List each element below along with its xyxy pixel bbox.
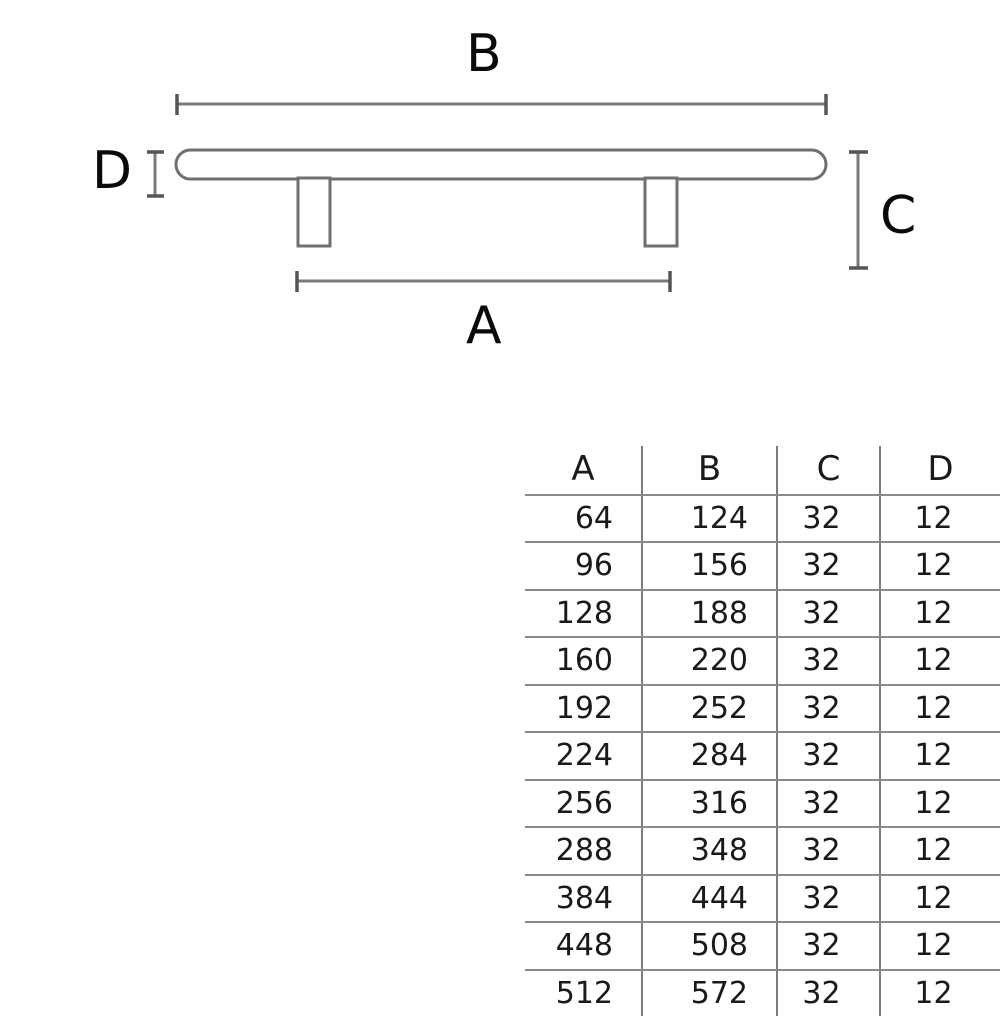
- handle-bar-outline: [176, 150, 826, 179]
- table-cell: 448: [525, 922, 642, 970]
- table-cell: 512: [525, 970, 642, 1016]
- table-cell: 32: [777, 637, 880, 685]
- table-cell: 12: [880, 732, 1000, 780]
- dimension-line-a: [297, 271, 670, 292]
- table-cell: 12: [880, 495, 1000, 543]
- table-cell: 156: [642, 542, 777, 590]
- table-cell: 316: [642, 780, 777, 828]
- table-cell: 224: [525, 732, 642, 780]
- table-cell: 220: [642, 637, 777, 685]
- table-cell: 12: [880, 685, 1000, 733]
- dimension-line-d: [147, 152, 164, 196]
- dimension-label-b: B: [466, 28, 502, 80]
- handle-post-right: [645, 178, 677, 246]
- dimension-label-c: C: [880, 190, 916, 242]
- table-cell: 32: [777, 922, 880, 970]
- table-cell: 384: [525, 875, 642, 923]
- table-cell: 252: [642, 685, 777, 733]
- table-cell: 96: [525, 542, 642, 590]
- table-cell: 12: [880, 922, 1000, 970]
- table-cell: 12: [880, 875, 1000, 923]
- table-cell: 32: [777, 780, 880, 828]
- dimension-line-c: [849, 152, 868, 268]
- table-cell: 572: [642, 970, 777, 1016]
- column-header-c: C: [777, 446, 880, 495]
- table-cell: 284: [642, 732, 777, 780]
- table-cell: 32: [777, 495, 880, 543]
- table-cell: 288: [525, 827, 642, 875]
- table-header-row: A B C D: [525, 446, 1000, 495]
- table-cell: 192: [525, 685, 642, 733]
- column-header-a: A: [525, 446, 642, 495]
- table-cell: 64: [525, 495, 642, 543]
- table-cell: 508: [642, 922, 777, 970]
- table-cell: 32: [777, 542, 880, 590]
- table-cell: 12: [880, 970, 1000, 1016]
- table-cell: 128: [525, 590, 642, 638]
- table-cell: 12: [880, 542, 1000, 590]
- table-cell: 124: [642, 495, 777, 543]
- table-cell: 32: [777, 875, 880, 923]
- table-cell: 160: [525, 637, 642, 685]
- table-cell: 32: [777, 685, 880, 733]
- column-header-b: B: [642, 446, 777, 495]
- table-cell: 188: [642, 590, 777, 638]
- table-header: A B C D: [525, 446, 1000, 495]
- column-header-d: D: [880, 446, 1000, 495]
- table-cell: 12: [880, 827, 1000, 875]
- table-cell: 32: [777, 827, 880, 875]
- table-cell: 348: [642, 827, 777, 875]
- table-cell: 12: [880, 780, 1000, 828]
- table-cell: 12: [880, 590, 1000, 638]
- handle-post-left: [298, 178, 330, 246]
- dimension-label-a: A: [466, 300, 502, 352]
- dimension-label-d: D: [92, 145, 132, 197]
- table-cell: 444: [642, 875, 777, 923]
- technical-drawing: B A C D: [0, 0, 1000, 400]
- table-cell: 12: [880, 637, 1000, 685]
- table-cell: 32: [777, 590, 880, 638]
- table-cell: 32: [777, 732, 880, 780]
- table-cell: 32: [777, 970, 880, 1016]
- dimension-line-b: [177, 94, 826, 115]
- table-cell: 256: [525, 780, 642, 828]
